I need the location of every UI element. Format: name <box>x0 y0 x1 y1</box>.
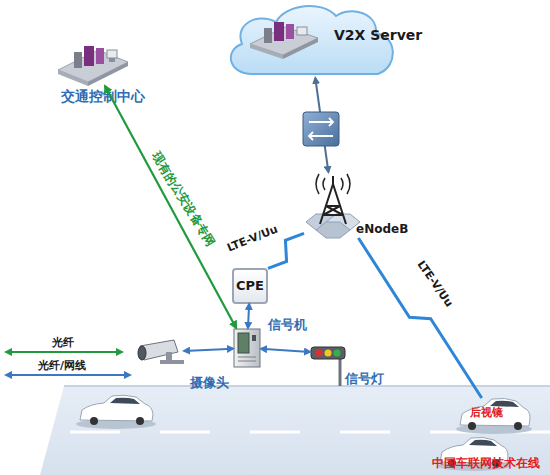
node-label: 摄像头 <box>190 376 229 390</box>
node-label: 信号机 <box>268 318 307 332</box>
vehicle: 后视镜 <box>458 398 530 430</box>
edge-label: LTE-V/Uu <box>414 259 454 310</box>
camera <box>138 340 184 364</box>
network-switch <box>303 112 339 146</box>
base-station: eNodeB <box>304 172 362 238</box>
signal-cabinet <box>234 329 260 367</box>
link-label: 光纤 <box>52 337 74 349</box>
traffic-light <box>311 347 345 386</box>
car <box>456 398 532 434</box>
road-edge <box>64 385 550 387</box>
node-label: V2X Server <box>334 28 422 43</box>
fiber-cable-arrow <box>6 374 130 376</box>
edge-label: LTE-V/Uu <box>225 223 279 254</box>
node-label: eNodeB <box>356 223 408 236</box>
local-link <box>261 349 310 352</box>
edge-label: 现有的公安设备专网 <box>149 150 217 249</box>
signal-light-node: 信号灯 <box>310 345 346 361</box>
cell-tower <box>306 174 360 238</box>
cpe-box: CPE <box>232 268 268 304</box>
local-link <box>184 349 233 351</box>
signal-controller: 信号机 <box>233 328 261 368</box>
server-icon <box>250 22 318 59</box>
fiber-arrow <box>6 351 122 353</box>
node-label: 交通控制中心 <box>61 89 145 104</box>
camera-node: 摄像头 <box>136 338 184 366</box>
node-label: CPE <box>234 279 266 293</box>
link-label: 光纤/网线 <box>38 360 86 372</box>
local-link <box>248 304 249 328</box>
control-center: 交通控制中心 <box>55 38 129 86</box>
private-network-link <box>105 86 236 328</box>
car <box>76 395 156 429</box>
watermark: 中国车联网技术在线 <box>432 457 540 470</box>
radio-link <box>268 233 304 268</box>
node-label: 信号灯 <box>345 372 384 386</box>
road <box>40 386 550 475</box>
radio-link <box>358 238 481 398</box>
node-label: 后视镜 <box>470 407 503 419</box>
server-icon <box>58 46 128 86</box>
